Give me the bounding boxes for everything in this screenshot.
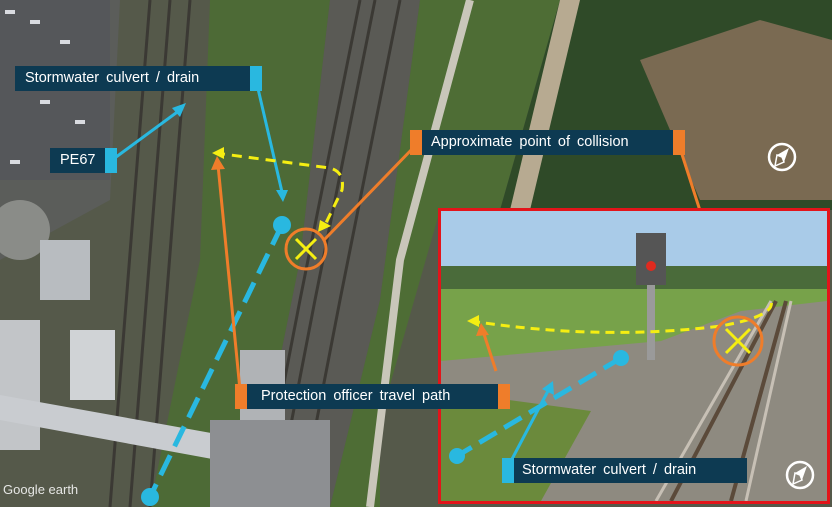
pe67-label: PE67 bbox=[50, 148, 117, 173]
culvert-label-text: Stormwater culvert / drain bbox=[25, 70, 200, 86]
google-earth-watermark: Google earth bbox=[3, 482, 79, 497]
culvert-path bbox=[147, 223, 285, 499]
orange-marker bbox=[673, 130, 685, 155]
travel-path-label: Protection officer travel path bbox=[235, 384, 510, 409]
travel-path-label-text: Protection officer travel path bbox=[261, 388, 451, 404]
blue-marker bbox=[502, 458, 514, 483]
blue-marker bbox=[105, 148, 117, 173]
inset-culvert-label: Stormwater culvert / drain bbox=[502, 458, 747, 483]
inset-culvert-label-text: Stormwater culvert / drain bbox=[522, 462, 697, 478]
culvert-label: Stormwater culvert / drain bbox=[15, 66, 262, 91]
collision-label: Approximate point of collision bbox=[410, 130, 685, 155]
collision-label-text: Approximate point of collision bbox=[431, 134, 629, 150]
orange-marker bbox=[235, 384, 247, 409]
orange-marker bbox=[410, 130, 422, 155]
pe67-label-text: PE67 bbox=[60, 152, 96, 168]
north-compass-icon bbox=[767, 142, 797, 172]
blue-marker bbox=[250, 66, 262, 91]
north-compass-icon-inset bbox=[785, 460, 815, 490]
orange-marker bbox=[498, 384, 510, 409]
